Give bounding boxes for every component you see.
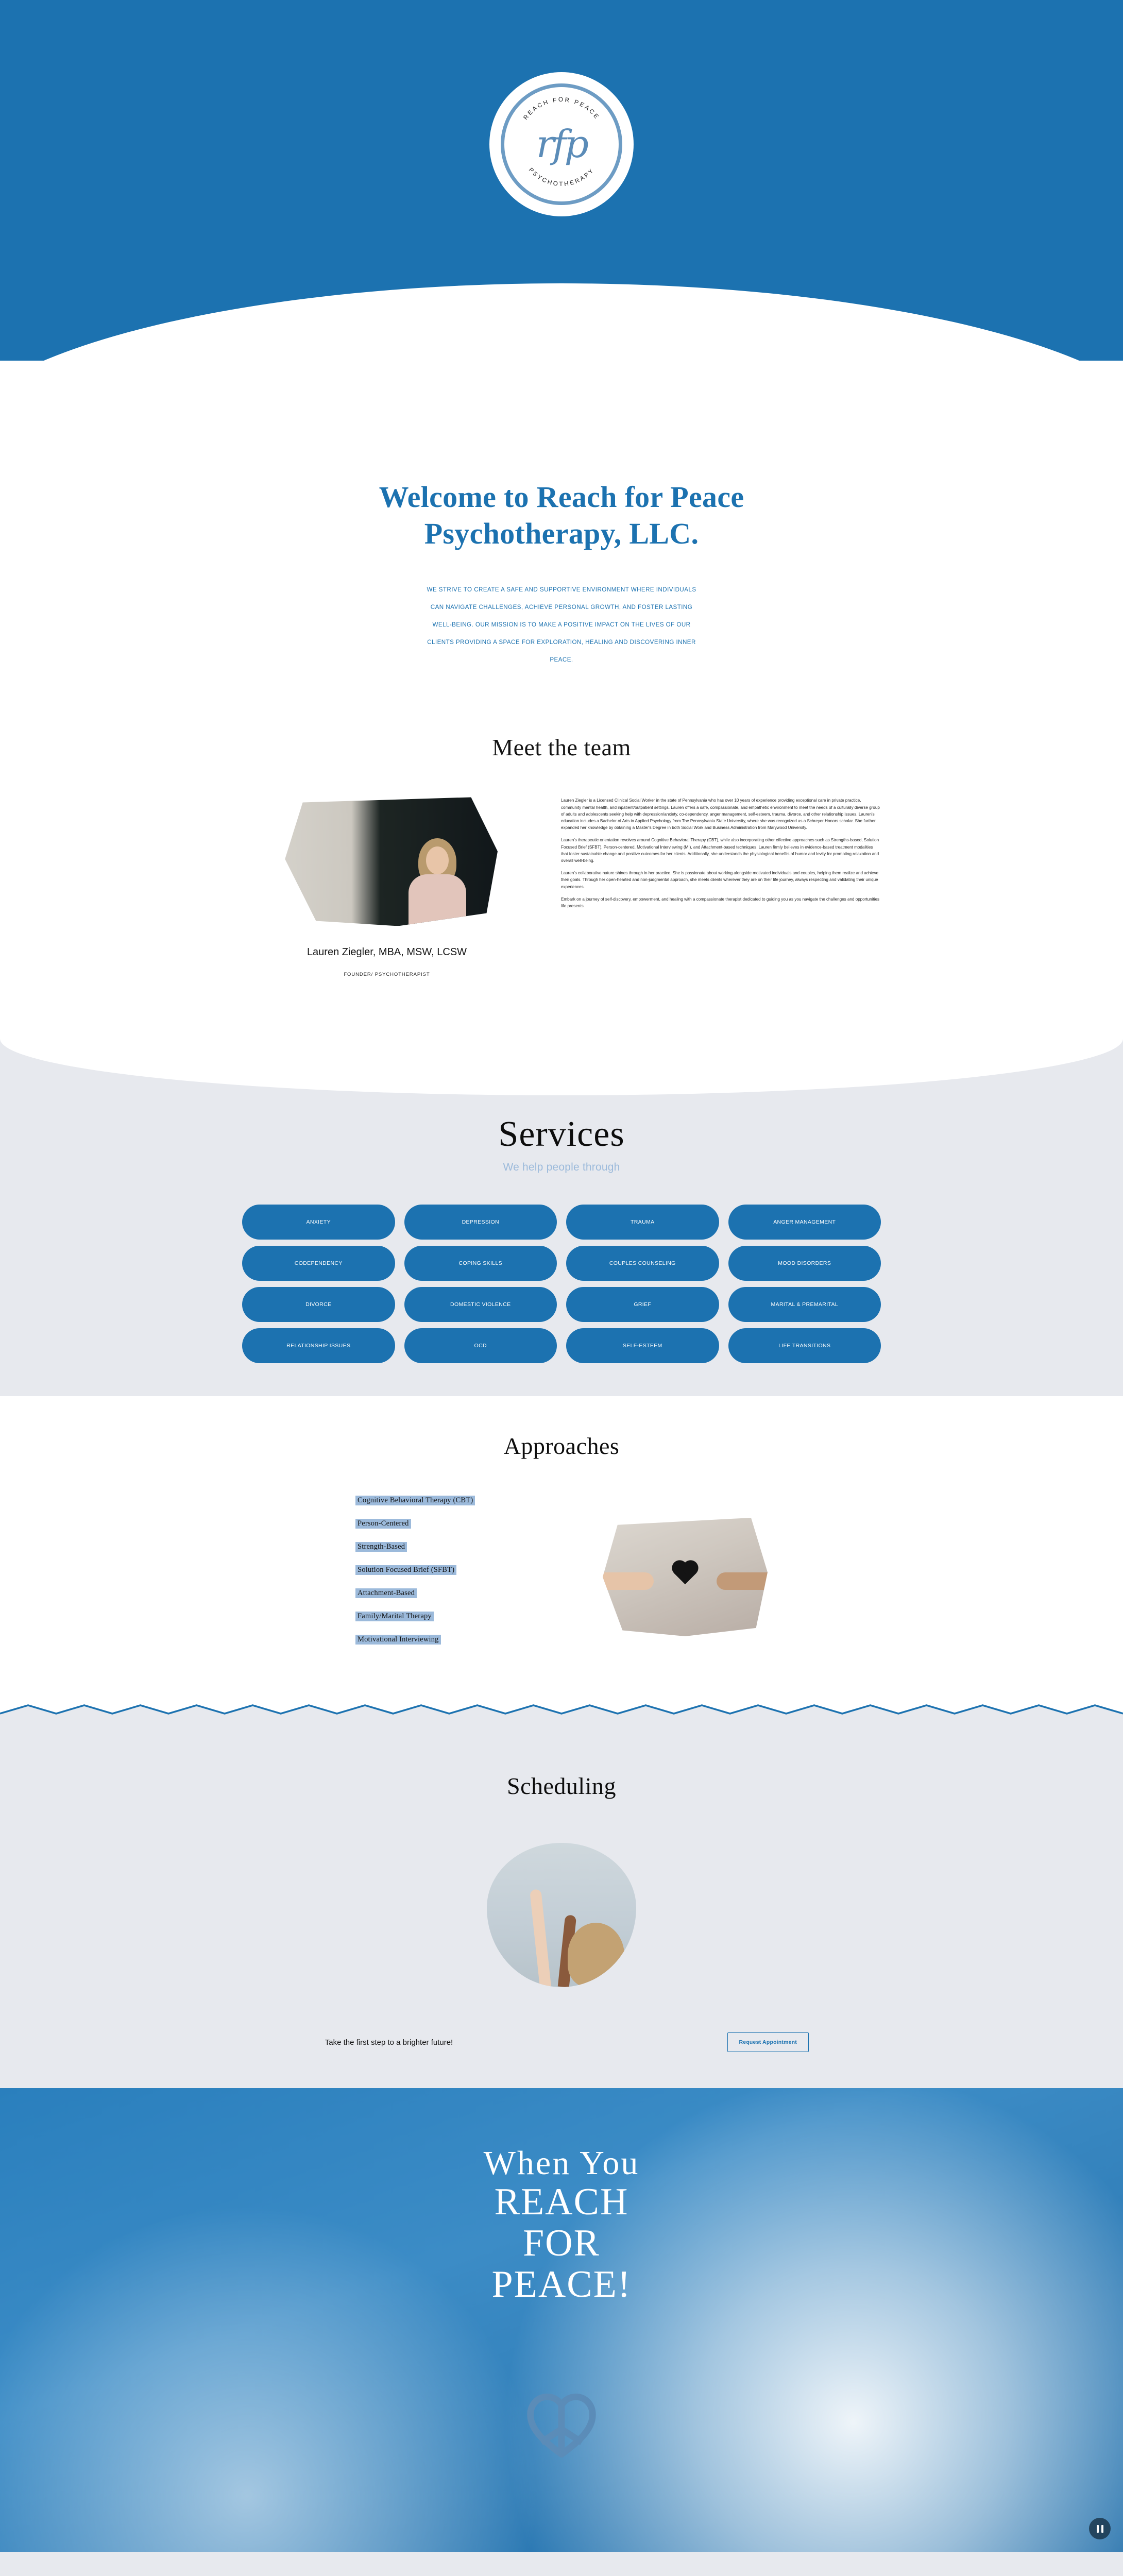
portrait-face	[426, 846, 449, 875]
logo-ring: REACH FOR PEACE PSYCHOTHERAPY rfp	[501, 83, 622, 205]
service-pill[interactable]: OCD	[404, 1328, 557, 1364]
banner-title: When You REACH FOR PEACE!	[0, 2088, 1123, 2305]
services-pill-grid: ANXIETY DEPRESSION TRAUMA ANGER MANAGEME…	[242, 1205, 881, 1364]
welcome-line: CLIENTS PROVIDING A SPACE FOR EXPLORATIO…	[427, 639, 696, 646]
approach-item: Family/Marital Therapy	[355, 1612, 434, 1622]
team-member-bio: Lauren Ziegler is a Licensed Clinical So…	[561, 797, 880, 977]
approach-item: Solution Focused Brief (SFBT)	[355, 1565, 457, 1575]
scheduling-section: Scheduling Take the first step to a brig…	[0, 1723, 1123, 2089]
scheduling-cta: Take the first step to a brighter future…	[314, 2032, 809, 2053]
service-pill[interactable]: LIFE TRANSITIONS	[728, 1328, 881, 1364]
hero-section: REACH FOR PEACE PSYCHOTHERAPY rfp	[0, 0, 1123, 361]
team-member-role: FOUNDER/ PSYCHOTHERAPIST	[344, 972, 430, 978]
services-curve-divider	[0, 1039, 1123, 1096]
zigzag-divider	[0, 1704, 1123, 1723]
logo-bottom-text: PSYCHOTHERAPY	[528, 166, 594, 188]
team-member-photo	[285, 797, 498, 926]
scheduling-cta-text: Take the first step to a brighter future…	[325, 2038, 453, 2047]
welcome-body: WE STRIVE TO CREATE A SAFE AND SUPPORTIV…	[412, 581, 711, 669]
pause-bar	[1101, 2524, 1103, 2533]
service-pill[interactable]: MARITAL & PREMARITAL	[728, 1287, 881, 1323]
approaches-section: Approaches Cognitive Behavioral Therapy …	[0, 1396, 1123, 1705]
logo-top-text: REACH FOR PEACE	[522, 96, 599, 121]
approach-item: Motivational Interviewing	[355, 1635, 441, 1645]
welcome-line: PEACE.	[550, 656, 573, 664]
team-grid: Lauren Ziegler, MBA, MSW, LCSW FOUNDER/ …	[0, 797, 1123, 977]
person-head	[567, 1923, 624, 1988]
service-pill[interactable]: RELATIONSHIP ISSUES	[242, 1328, 395, 1364]
bio-paragraph: Lauren Ziegler is a Licensed Clinical So…	[561, 798, 880, 831]
portrait-body	[409, 874, 467, 926]
service-pill[interactable]: COPING SKILLS	[404, 1246, 557, 1281]
request-appointment-button[interactable]: Request Appointment	[727, 2032, 809, 2053]
service-pill[interactable]: TRAUMA	[566, 1205, 719, 1240]
scheduling-heading: Scheduling	[507, 1773, 616, 1800]
bio-paragraph: Embark on a journey of self-discovery, e…	[561, 896, 880, 908]
team-member-name: Lauren Ziegler, MBA, MSW, LCSW	[307, 946, 467, 958]
welcome-section: Welcome to Reach for Peace Psychotherapy…	[0, 361, 1123, 705]
heart-icon	[674, 1562, 696, 1585]
service-pill[interactable]: ANGER MANAGEMENT	[728, 1205, 881, 1240]
banner-line-4: PEACE!	[491, 2263, 632, 2306]
page-title: Welcome to Reach for Peace Psychotherapy…	[379, 480, 744, 550]
approaches-image	[603, 1517, 768, 1636]
services-section: Services We help people through ANXIETY …	[0, 1039, 1123, 1397]
service-pill[interactable]: DEPRESSION	[404, 1205, 557, 1240]
approach-item: Cognitive Behavioral Therapy (CBT)	[355, 1496, 475, 1506]
welcome-line: WE STRIVE TO CREATE A SAFE AND SUPPORTIV…	[427, 586, 696, 593]
service-pill[interactable]: COUPLES COUNSELING	[566, 1246, 719, 1281]
bio-paragraph: Lauren's collaborative nature shines thr…	[561, 871, 879, 889]
reach-for-peace-banner: When You REACH FOR PEACE!	[0, 2088, 1123, 2552]
service-pill[interactable]: MOOD DISORDERS	[728, 1246, 881, 1281]
logo-ring-text: REACH FOR PEACE PSYCHOTHERAPY	[504, 87, 619, 201]
approaches-row: Cognitive Behavioral Therapy (CBT) Perso…	[0, 1496, 1123, 1658]
banner-line-3: FOR	[523, 2222, 600, 2264]
portrait-figure	[404, 833, 471, 926]
peace-hand-left	[529, 1889, 551, 1988]
pause-icon[interactable]	[1089, 2518, 1111, 2540]
brand-logo[interactable]: REACH FOR PEACE PSYCHOTHERAPY rfp	[489, 72, 634, 216]
service-pill[interactable]: DOMESTIC VIOLENCE	[404, 1287, 557, 1323]
peace-heart-icon	[525, 2392, 598, 2459]
banner-line-1: When You	[483, 2144, 640, 2182]
approach-item: Person-Centered	[355, 1519, 411, 1529]
hero-curve-divider	[0, 283, 1123, 361]
logo-monogram: rfp	[536, 122, 589, 166]
bio-paragraph: Lauren's therapeutic orientation revolve…	[561, 838, 879, 863]
approaches-heading: Approaches	[503, 1433, 620, 1460]
services-subheading: We help people through	[503, 1161, 620, 1174]
hand-left	[603, 1572, 654, 1590]
team-member-card: Lauren Ziegler, MBA, MSW, LCSW FOUNDER/ …	[243, 797, 531, 977]
service-pill[interactable]: GRIEF	[566, 1287, 719, 1323]
banner-line-2: REACH	[494, 2180, 629, 2223]
hand-right	[717, 1572, 768, 1590]
scheduling-image	[487, 1843, 636, 1988]
svg-text:REACH FOR PEACE: REACH FOR PEACE	[522, 96, 601, 121]
footer-contact-section: Professional Support Team Experience the…	[0, 2552, 1123, 2576]
service-pill[interactable]: DIVORCE	[242, 1287, 395, 1323]
approaches-list: Cognitive Behavioral Therapy (CBT) Perso…	[355, 1496, 562, 1658]
service-pill[interactable]: ANXIETY	[242, 1205, 395, 1240]
svg-text:PSYCHOTHERAPY: PSYCHOTHERAPY	[528, 166, 595, 188]
welcome-line: WELL-BEING. OUR MISSION IS TO MAKE A POS…	[432, 621, 691, 628]
service-pill[interactable]: SELF-ESTEEM	[566, 1328, 719, 1364]
pause-bar	[1096, 2524, 1099, 2533]
services-heading: Services	[498, 1114, 625, 1155]
welcome-line: CAN NAVIGATE CHALLENGES, ACHIEVE PERSONA…	[430, 603, 693, 611]
service-pill[interactable]: CODEPENDENCY	[242, 1246, 395, 1281]
team-section: Meet the team Lauren Ziegler, MBA, MSW, …	[0, 705, 1123, 1040]
approach-item: Attachment-Based	[355, 1588, 417, 1599]
approach-item: Strength-Based	[355, 1542, 407, 1552]
team-heading: Meet the team	[492, 734, 631, 761]
